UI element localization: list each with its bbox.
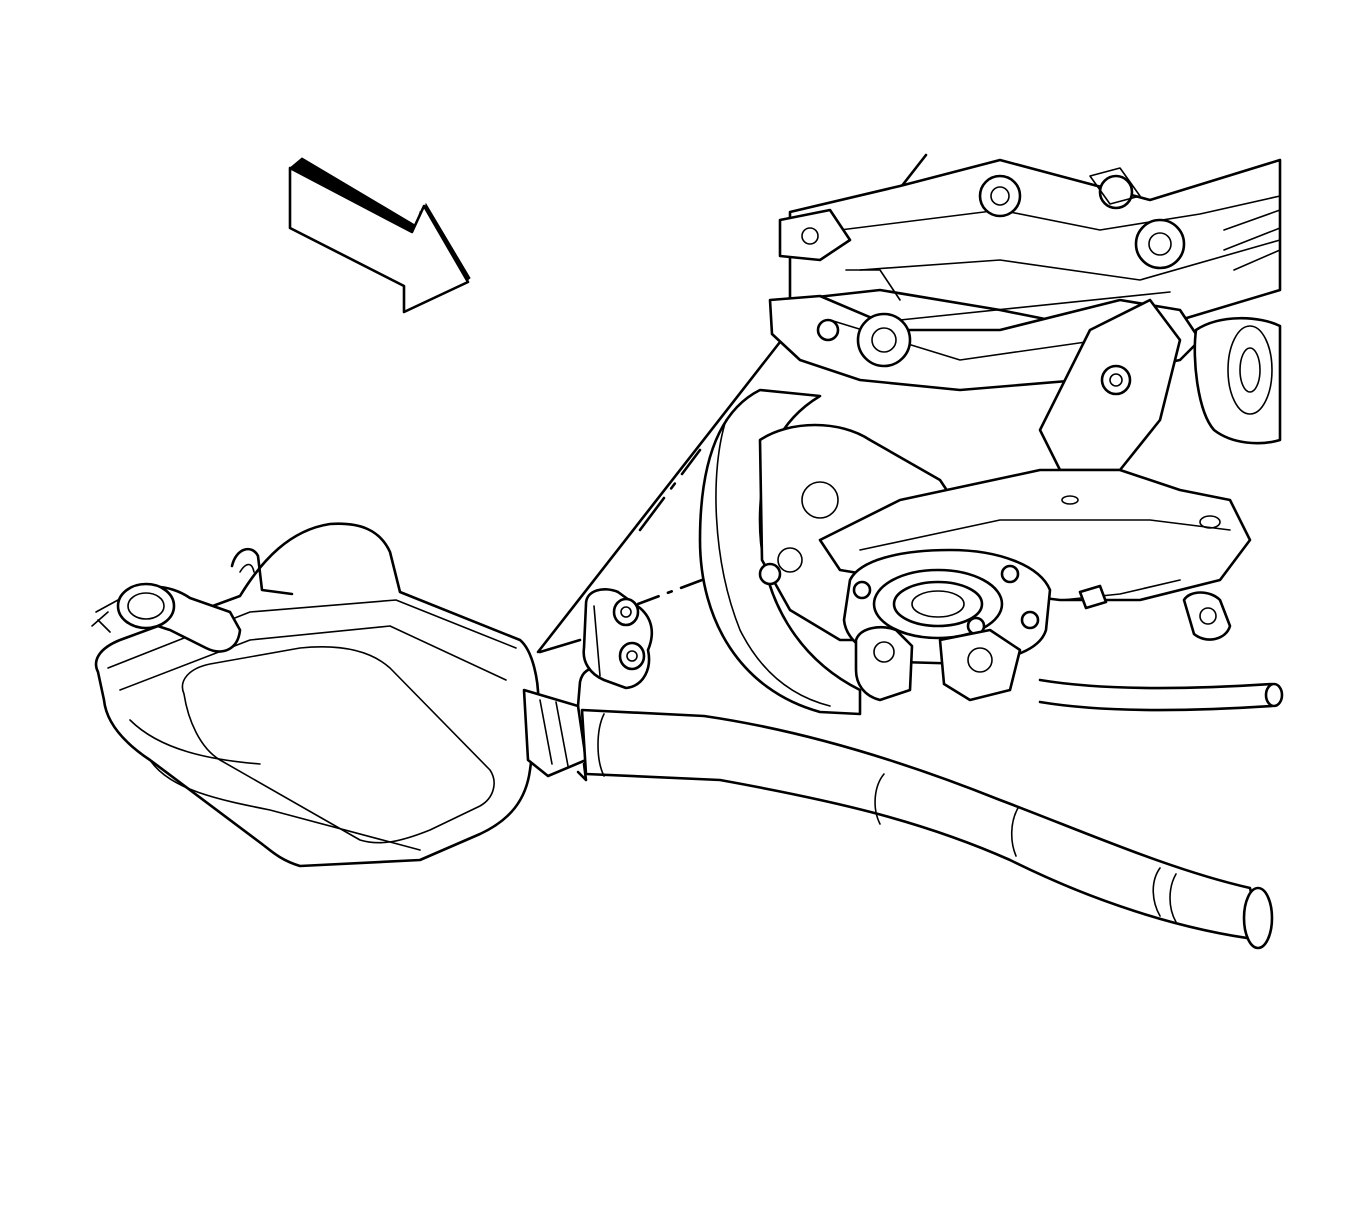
exhaust-hanger-insulator [582, 588, 654, 690]
rear-muffler [91, 522, 600, 868]
view-direction-arrow-icon [288, 157, 471, 314]
rear-suspension-assembly [698, 158, 1284, 716]
tailpipe [580, 708, 1274, 950]
leader-line [636, 448, 704, 606]
